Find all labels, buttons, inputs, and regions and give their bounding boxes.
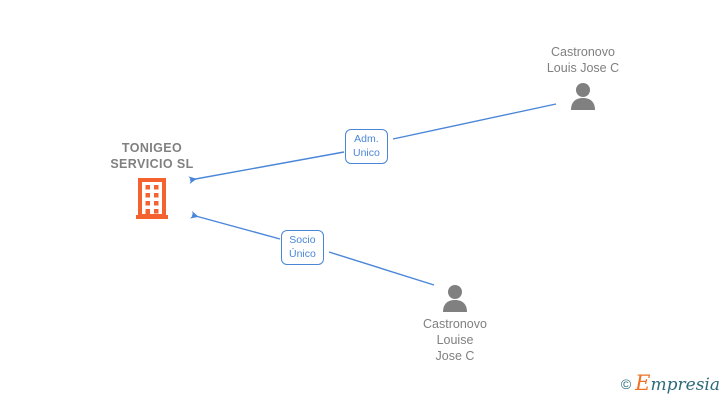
edge-socio-unico-right	[328, 251, 435, 286]
watermark: © Empresia	[621, 373, 720, 394]
brand-rest: mpresia	[650, 375, 721, 395]
person-name-label-bottom: Castronovo Louise Jose C	[423, 317, 487, 363]
company-name-label: TONIGEO SERVICIO SL	[110, 141, 194, 171]
person-icon	[443, 285, 467, 312]
copyright-icon: ©	[620, 375, 632, 392]
person-name-label-top: Castronovo Louis Jose C	[546, 45, 620, 75]
relation-label-adm-unico[interactable]: Adm. Unico	[345, 129, 388, 164]
edge-adm-unico-left	[188, 151, 345, 185]
brand-initial: E	[635, 371, 651, 395]
brand-wordmark: Empresia	[635, 373, 720, 394]
company-node[interactable]: TONIGEO SERVICIO SL	[92, 140, 212, 220]
relation-label-socio-unico[interactable]: Socio Único	[281, 230, 324, 265]
person-icon	[571, 83, 595, 110]
building-icon	[136, 178, 168, 219]
person-node-bottom[interactable]: Castronovo Louise Jose C	[385, 284, 525, 364]
person-node-top[interactable]: Castronovo Louis Jose C	[513, 44, 653, 110]
